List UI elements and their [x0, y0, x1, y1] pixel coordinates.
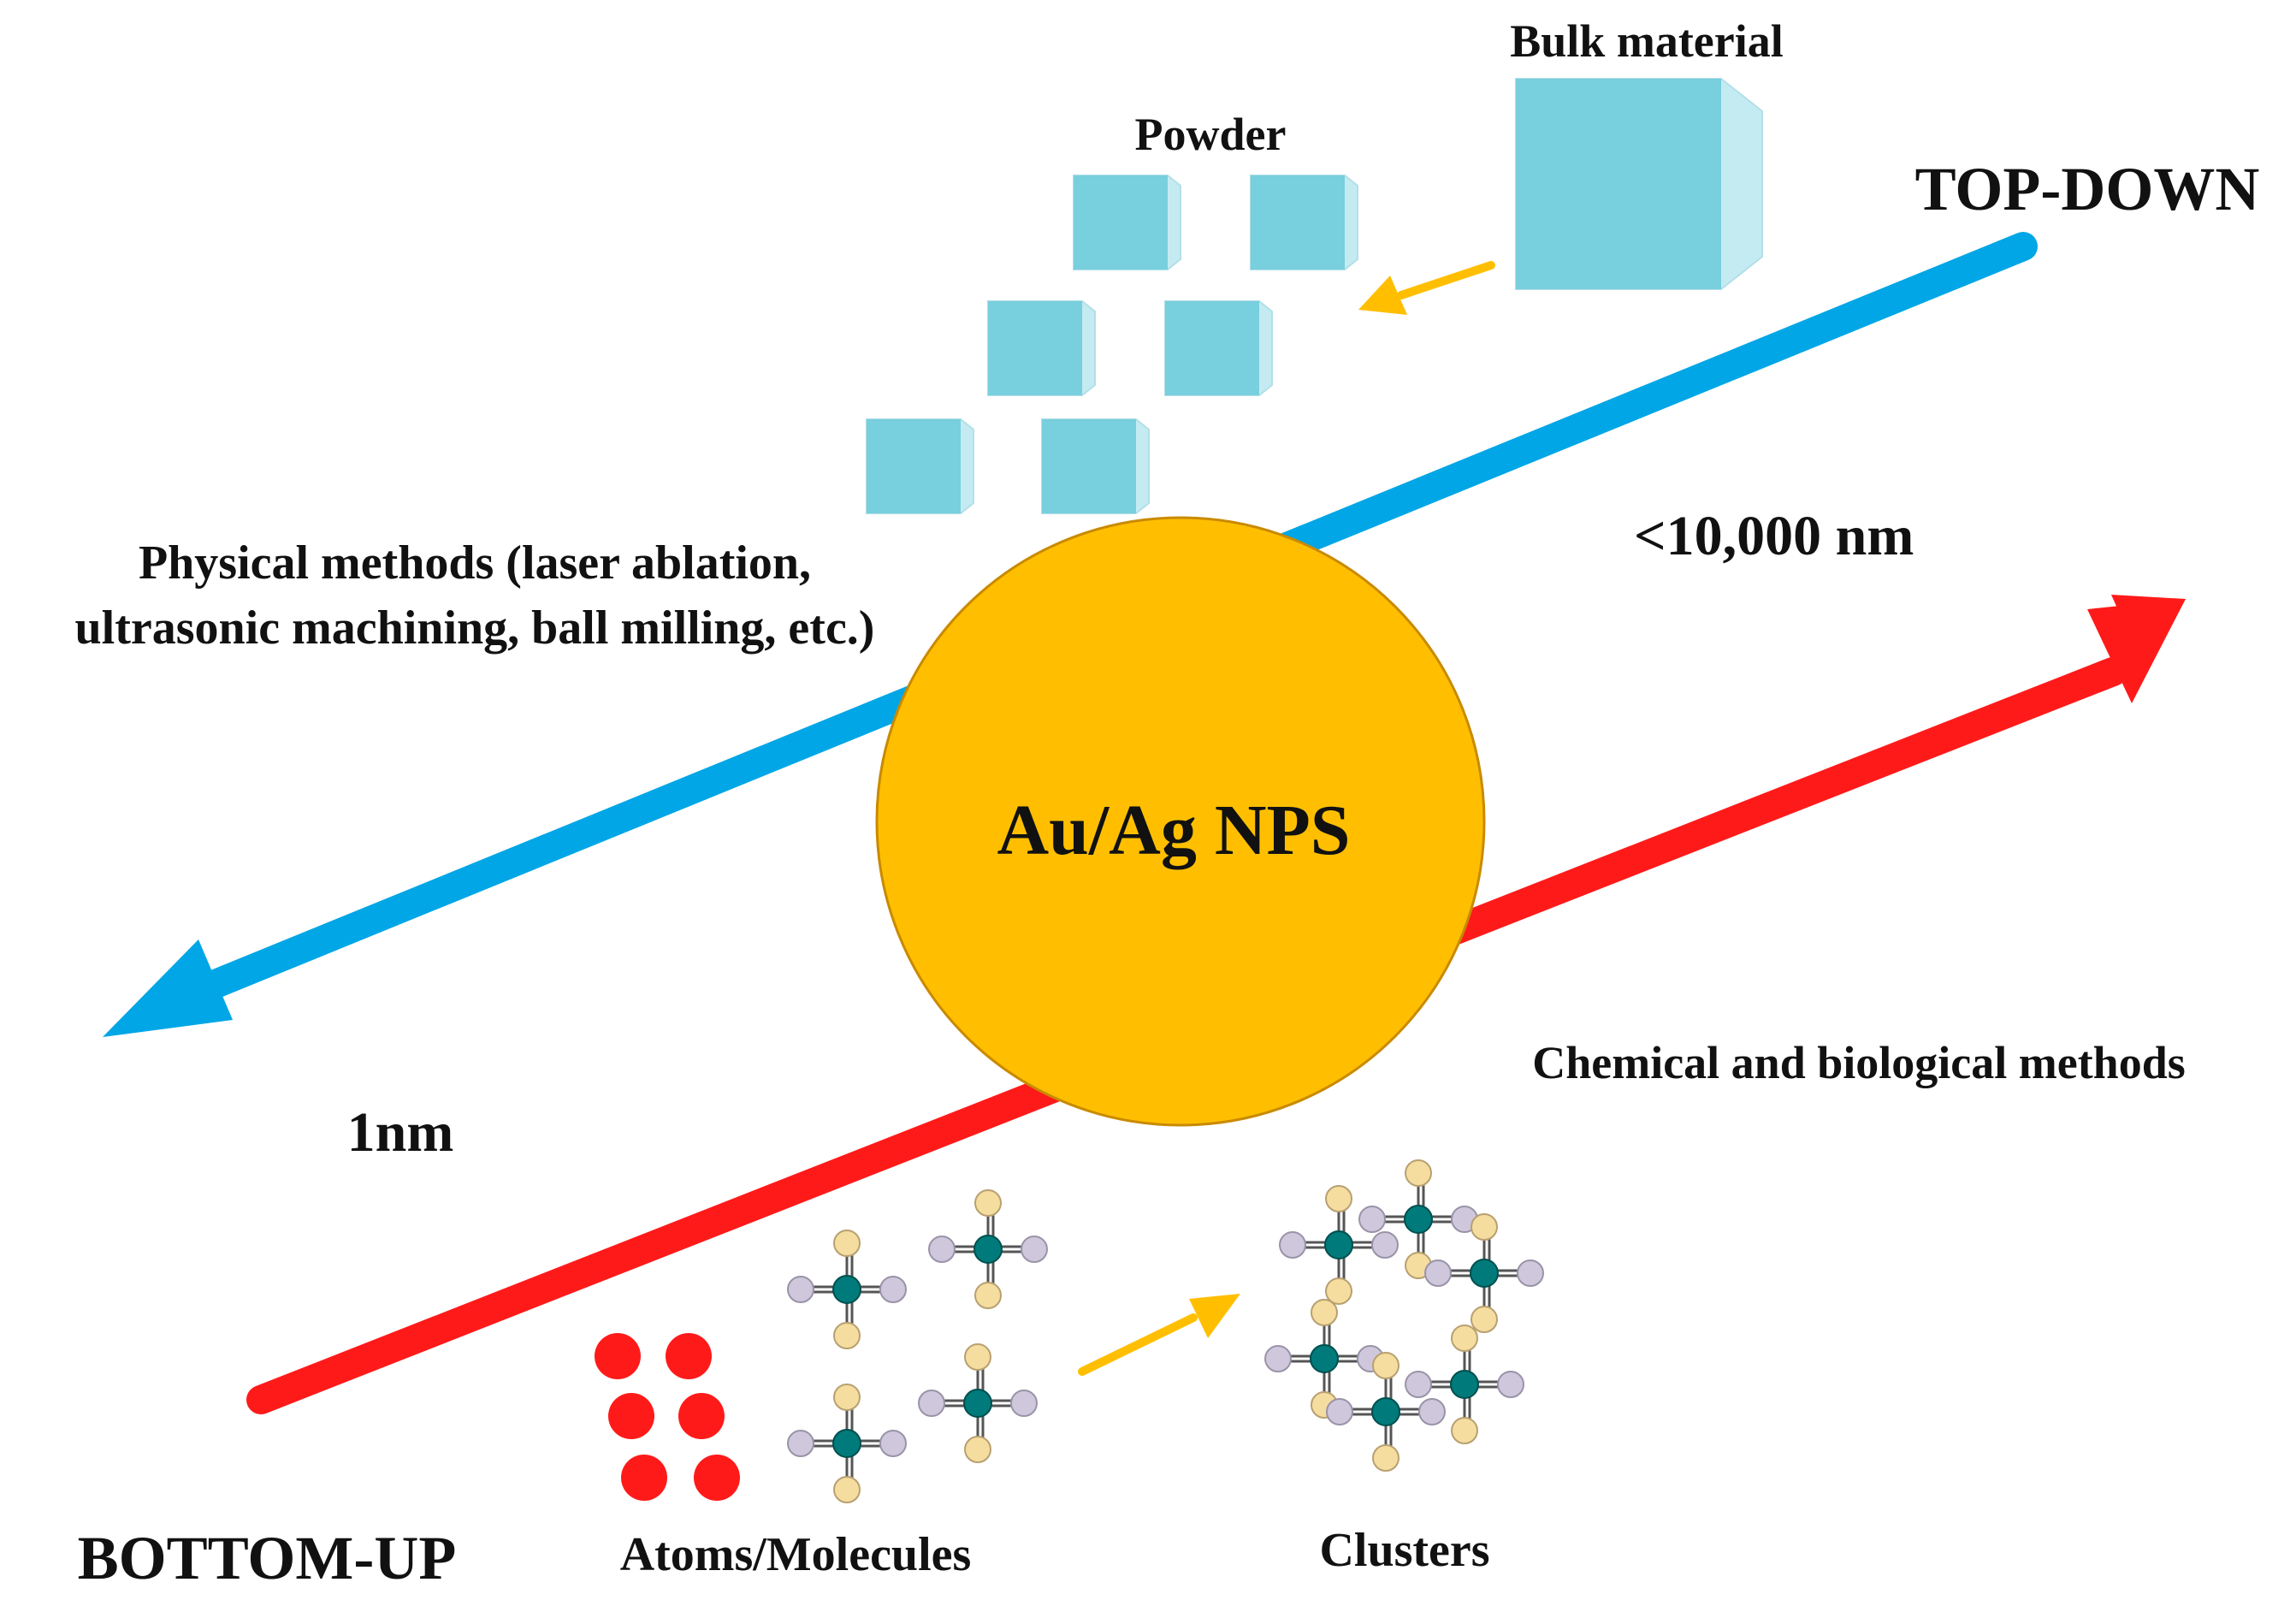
chemical-methods-label: Chemical and biological methods — [1532, 1037, 2186, 1088]
size-upper-label: <10,000 nm — [1634, 505, 1914, 567]
atoms-molecules-label: Atoms/Molecules — [620, 1528, 972, 1581]
atoms-group — [595, 1333, 740, 1501]
clusters-label: Clusters — [1319, 1524, 1489, 1577]
molecules-to-clusters-arrow — [1078, 1294, 1240, 1376]
molecules-group — [786, 1188, 1049, 1504]
size-lower-label: 1nm — [347, 1101, 454, 1164]
bulk-to-powder-arrow — [1358, 261, 1495, 315]
bottom-up-label: BOTTOM-UP — [78, 1524, 457, 1592]
physical-methods-line2: ultrasonic machining, ball milling, etc.… — [75, 602, 875, 655]
top-down-label: TOP-DOWN — [1915, 155, 2260, 223]
clusters-group — [1263, 1159, 1545, 1473]
nanoparticle-label: Au/Ag NPS — [997, 791, 1350, 870]
nanoparticle-circle — [875, 516, 1486, 1127]
bulk-material-cube — [1515, 78, 1763, 290]
powder-cubes — [866, 175, 1358, 514]
physical-methods-line1: Physical methods (laser ablation, — [139, 536, 811, 590]
bulk-material-label: Bulk material — [1510, 15, 1784, 67]
powder-label: Powder — [1135, 109, 1287, 160]
